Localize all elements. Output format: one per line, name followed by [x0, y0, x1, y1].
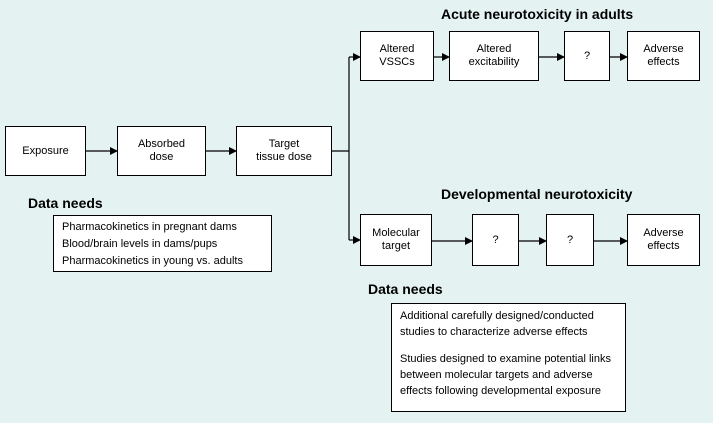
data-needs-left-box: Pharmacokinetics in pregnant dams Blood/… — [53, 215, 272, 272]
data-needs-right-item: Additional carefully designed/conducted … — [400, 310, 594, 338]
dev-unknown-box-2: ? — [546, 214, 594, 266]
molecular-target-box: Molecular target — [360, 214, 432, 266]
altered-vsscs-box: Altered VSSCs — [360, 31, 434, 81]
data-needs-right-item: Studies designed to examine potential li… — [400, 353, 611, 397]
data-needs-left-item: Pharmacokinetics in young vs. adults — [62, 255, 243, 267]
developmental-heading: Developmental neurotoxicity — [441, 186, 633, 202]
data-needs-left-item: Blood/brain levels in dams/pups — [62, 238, 218, 250]
data-needs-left-item: Pharmacokinetics in pregnant dams — [62, 221, 237, 233]
data-needs-right-title: Data needs — [368, 281, 443, 297]
altered-excitability-box: Altered excitability — [449, 31, 539, 81]
exposure-box: Exposure — [5, 126, 86, 176]
acute-unknown-box: ? — [564, 31, 610, 81]
acute-adverse-effects-box: Adverse effects — [627, 31, 700, 81]
acute-heading: Acute neurotoxicity in adults — [441, 6, 634, 22]
data-needs-right-box: Additional carefully designed/conducted … — [391, 303, 626, 412]
data-needs-left-title: Data needs — [28, 195, 103, 211]
target-tissue-dose-box: Target tissue dose — [236, 126, 332, 176]
dev-adverse-effects-box: Adverse effects — [627, 214, 700, 266]
dev-unknown-box-1: ? — [472, 214, 519, 266]
absorbed-dose-box: Absorbed dose — [117, 126, 206, 176]
